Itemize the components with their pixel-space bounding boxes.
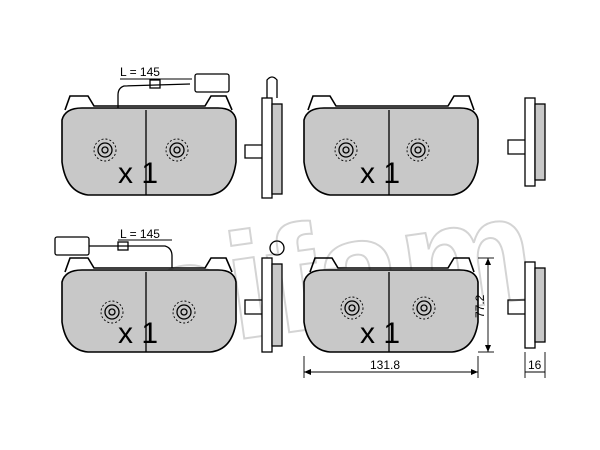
bottom-right-side-view — [507, 261, 546, 349]
friction-side — [534, 267, 546, 343]
quantity-label: x 1 — [118, 157, 158, 190]
sensor-connector-icon — [194, 73, 230, 93]
top-right-side-view — [507, 97, 546, 187]
width-dimension-label: 131.8 — [370, 358, 400, 372]
sensor-connector-icon — [54, 236, 90, 256]
bottom-right-pad: x 1 — [303, 257, 479, 353]
backing-plate-side — [524, 261, 536, 349]
backing-plate-side — [261, 97, 273, 199]
wire-length-label-bottom: L = 145 — [120, 227, 160, 241]
bottom-left-side-view — [244, 240, 285, 353]
bottom-left-pad: L = 145 x 1 — [54, 227, 237, 353]
friction-side — [534, 103, 546, 181]
height-dimension-label: 77.2 — [473, 294, 487, 318]
friction-side — [271, 103, 283, 195]
quantity-label: x 1 — [360, 157, 400, 190]
top-left-pad: L = 145 x 1 — [61, 65, 237, 196]
quantity-label: x 1 — [360, 317, 400, 350]
height-dimension: 77.2 — [473, 257, 494, 353]
thickness-dimension-label: 16 — [528, 358, 542, 372]
wire-length-label-top: L = 145 — [120, 65, 160, 79]
backing-plate-side — [261, 257, 273, 353]
wear-sensor-wire — [117, 83, 191, 96]
top-left-side-view — [244, 76, 283, 199]
thickness-dimension: 16 — [524, 352, 546, 378]
quantity-label: x 1 — [118, 317, 158, 350]
backing-plate-side — [524, 97, 536, 187]
friction-side — [271, 263, 283, 347]
wear-sensor-wire — [89, 245, 173, 268]
sensor-clip-icon — [269, 240, 285, 256]
top-right-pad: x 1 — [303, 95, 479, 196]
width-dimension: 131.8 — [303, 356, 479, 378]
